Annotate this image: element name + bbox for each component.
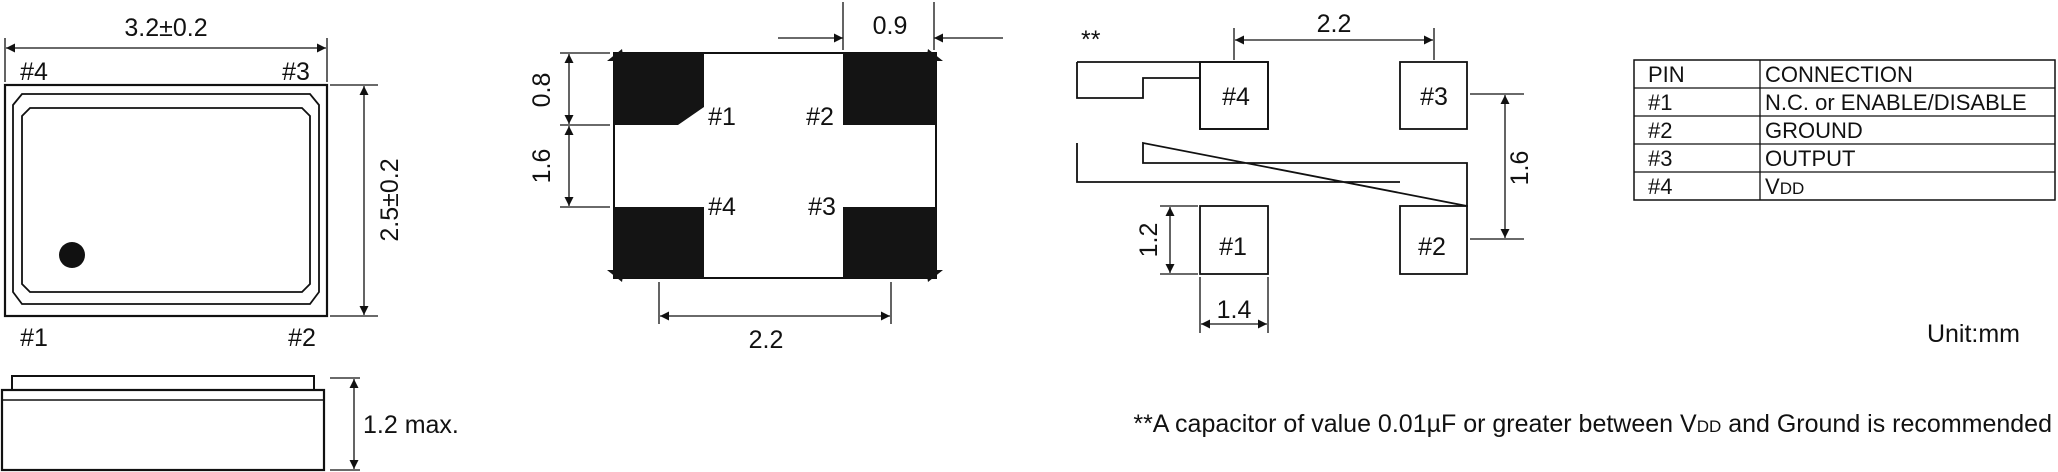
capacitor-footnote: **A capacitor of value 0.01µF or greater…: [1133, 410, 2052, 438]
capacitor-note-marker: **: [1081, 26, 1101, 54]
footnote-subscript: DD: [1697, 417, 1722, 436]
land-pin-label-3: #3: [1420, 83, 1448, 111]
footnote-after: and Ground is recommended: [1721, 410, 2052, 438]
pad-width-label: 0.9: [873, 12, 908, 40]
land-pattern: ** #4 #3 #1 #2 2.2 1.6 1.2: [1076, 10, 1534, 333]
top-pin-label-2: #2: [288, 324, 316, 352]
land-pitch-dimension: 2.2: [1233, 10, 1435, 60]
bottom-pitch-label: 2.2: [749, 326, 784, 354]
table-cell-pin-1: #1: [1648, 90, 1672, 115]
width-dimension-label: 3.2±0.2: [124, 14, 207, 42]
land-pin-label-2: #2: [1418, 233, 1446, 261]
unit-label: Unit:mm: [1927, 320, 2020, 348]
bottom-pad-width-dimension: 0.9: [778, 2, 1003, 50]
vdd-main: V: [1765, 174, 1780, 199]
top-pin-label-3: #3: [282, 58, 310, 86]
table-cell-pin-2: #2: [1648, 118, 1672, 143]
top-view: 3.2±0.2 2.5±0.2 #4 #3 #1 #2: [3, 14, 404, 352]
land-pin-label-4: #4: [1222, 83, 1250, 111]
top-view-height-dimension: 2.5±0.2: [330, 84, 404, 317]
table-cell-pin-4: #4: [1648, 174, 1672, 199]
bottom-view: #1 #2 #4 #3 0.9 0.8 1.6 2.2: [528, 2, 1003, 354]
table-header-connection: CONNECTION: [1765, 62, 1913, 87]
top-view-width-dimension: 3.2±0.2: [4, 14, 328, 82]
table-header-pin: PIN: [1648, 62, 1685, 87]
land-pad-width-label: 1.4: [1217, 296, 1252, 324]
footnote-before: **A capacitor of value 0.01µF or greater…: [1133, 410, 1697, 438]
table-cell-connection-2: GROUND: [1765, 118, 1863, 143]
top-view-outline: [3, 83, 329, 318]
land-pad-3: [1399, 61, 1468, 130]
bottom-pin-label-4: #4: [708, 193, 736, 221]
gap-label: 1.6: [528, 149, 556, 184]
bottom-vertical-dimensions: 0.8 1.6: [528, 52, 610, 208]
land-vertical-pitch-dimension: 1.6: [1470, 93, 1534, 240]
land-pad-2: [1399, 205, 1468, 275]
land-trace-ground: [1076, 141, 1468, 208]
side-view: 1.2 max.: [0, 375, 459, 472]
pin-connection-table: PIN CONNECTION #1 N.C. or ENABLE/DISABLE…: [1633, 59, 2056, 201]
land-pad-1: [1199, 205, 1269, 275]
top-pin-label-4: #4: [20, 58, 48, 86]
pin1-indicator-dot: [59, 242, 85, 268]
land-pad-4: [1199, 61, 1269, 130]
top-pin-label-1: #1: [20, 324, 48, 352]
bottom-pitch-dimension: 2.2: [658, 282, 892, 354]
table-cell-connection-3: OUTPUT: [1765, 146, 1855, 171]
land-pin-label-1: #1: [1219, 233, 1247, 261]
bottom-pin-label-1: #1: [708, 103, 736, 131]
table-cell-pin-3: #3: [1648, 146, 1672, 171]
height-dimension-label: 2.5±0.2: [376, 158, 404, 241]
land-pitch-label: 2.2: [1317, 10, 1352, 38]
land-pad-height-label: 1.2: [1135, 223, 1163, 258]
land-vertical-pitch-label: 1.6: [1506, 151, 1534, 186]
bottom-pad-2: [843, 53, 936, 125]
bottom-pin-label-3: #3: [808, 193, 836, 221]
bottom-pin-label-2: #2: [806, 103, 834, 131]
land-pad-width-dimension: 1.4: [1199, 277, 1269, 333]
side-view-height-dimension: 1.2 max.: [330, 377, 459, 471]
table-cell-connection-4: VDD: [1765, 174, 1804, 199]
bottom-pad-4: [614, 207, 704, 278]
pad-height-label: 0.8: [528, 73, 556, 108]
vdd-subscript: DD: [1780, 179, 1805, 198]
bottom-pad-1: [614, 53, 704, 125]
bottom-pad-3: [843, 207, 936, 278]
land-pad-height-dimension: 1.2: [1135, 205, 1198, 275]
side-height-label: 1.2 max.: [363, 411, 459, 439]
table-cell-connection-1: N.C. or ENABLE/DISABLE: [1765, 90, 2027, 115]
